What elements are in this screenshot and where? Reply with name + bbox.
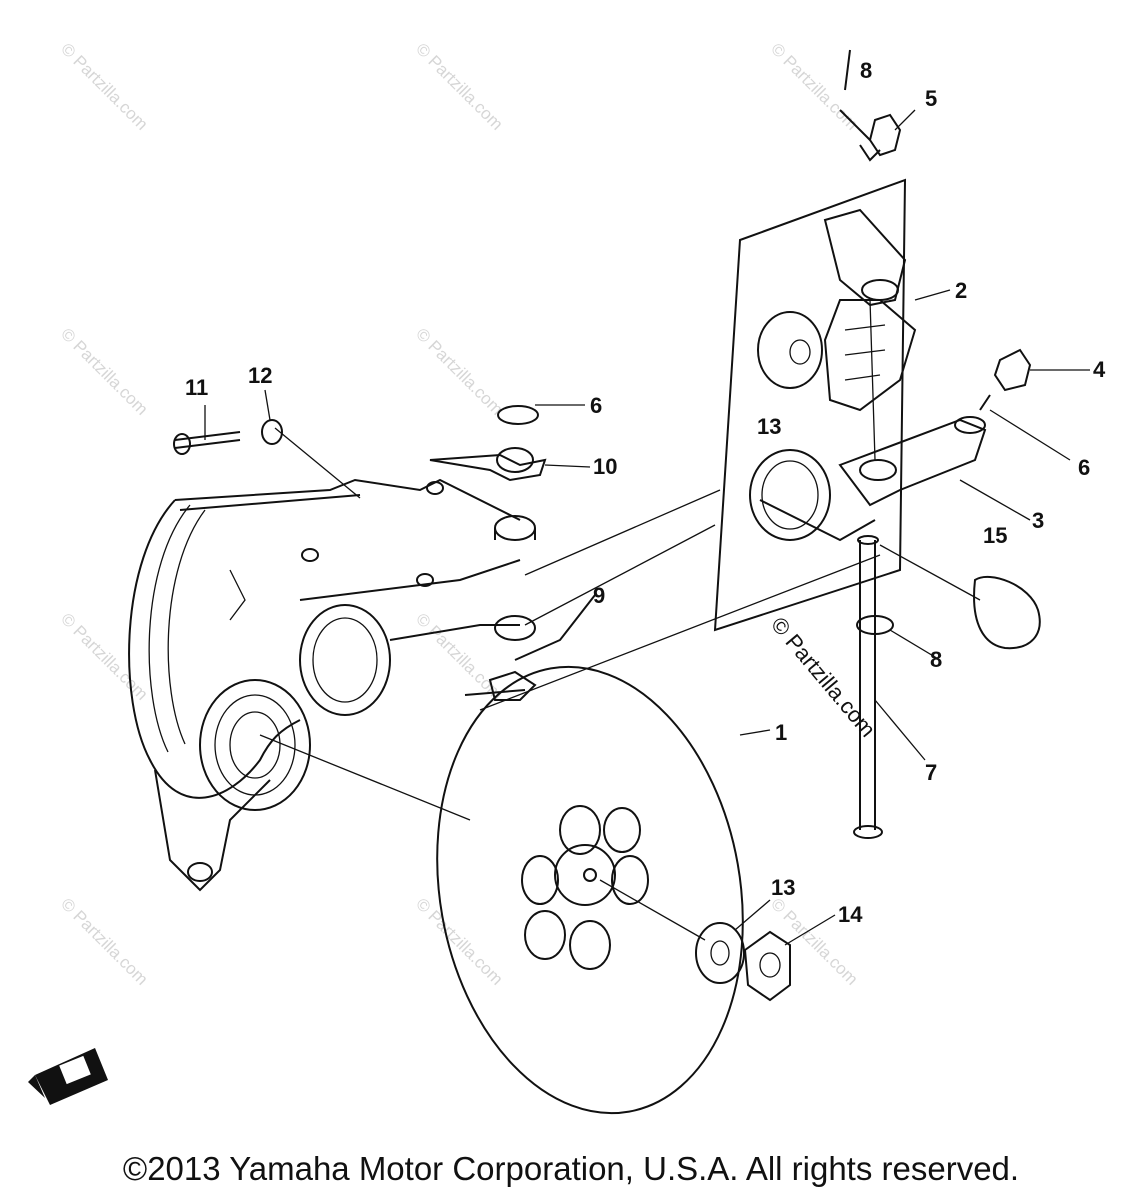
callout-4: 4 xyxy=(1093,357,1106,382)
watermark: © Partzilla.com xyxy=(412,324,506,418)
callout-7: 7 xyxy=(925,760,937,785)
callout-1: 1 xyxy=(775,720,787,745)
watermark: © Partzilla.com xyxy=(412,894,506,988)
callout-3: 3 xyxy=(1032,508,1044,533)
copyright-notice: ©2013 Yamaha Motor Corporation, U.S.A. A… xyxy=(122,1150,1020,1187)
callout-6-top: 6 xyxy=(590,393,602,418)
front-arrow-icon xyxy=(28,1048,108,1105)
callout-5: 5 xyxy=(925,86,937,111)
pulley-housing xyxy=(128,478,536,892)
callout-12: 12 xyxy=(248,363,272,388)
callout-11: 11 xyxy=(185,375,208,400)
watermark: © Partzilla.com xyxy=(57,609,151,703)
callout-6-right: 6 xyxy=(1078,455,1090,480)
watermark: © Partzilla.com xyxy=(57,39,151,133)
callouts: 1 2 3 4 5 6 6 7 8 8 9 10 11 12 13 13 14 … xyxy=(185,58,1106,927)
watermark: © Partzilla.com xyxy=(767,39,861,133)
callout-8-top: 8 xyxy=(860,58,872,83)
callout-14: 14 xyxy=(838,902,863,927)
watermark: © Partzilla.com xyxy=(57,894,151,988)
watermark: © Partzilla.com xyxy=(57,324,151,418)
callout-2: 2 xyxy=(955,278,967,303)
callout-13-lower: 13 xyxy=(771,875,795,900)
callout-10: 10 xyxy=(593,454,617,479)
leader-lines xyxy=(204,109,1090,946)
small-parts xyxy=(173,405,596,701)
drive-disc xyxy=(436,665,744,1115)
watermark: © Partzilla.com xyxy=(412,39,506,133)
guide-lines xyxy=(259,299,981,941)
arm-assembly xyxy=(713,49,1071,839)
callout-8-right: 8 xyxy=(930,647,942,672)
callout-9: 9 xyxy=(593,583,605,608)
washer-and-nut xyxy=(695,922,791,1002)
callout-15-upper: 15 xyxy=(983,523,1007,548)
watermark-layer: © Partzilla.com © Partzilla.com © Partzi… xyxy=(57,39,861,988)
callout-13-upper: 13 xyxy=(757,414,781,439)
